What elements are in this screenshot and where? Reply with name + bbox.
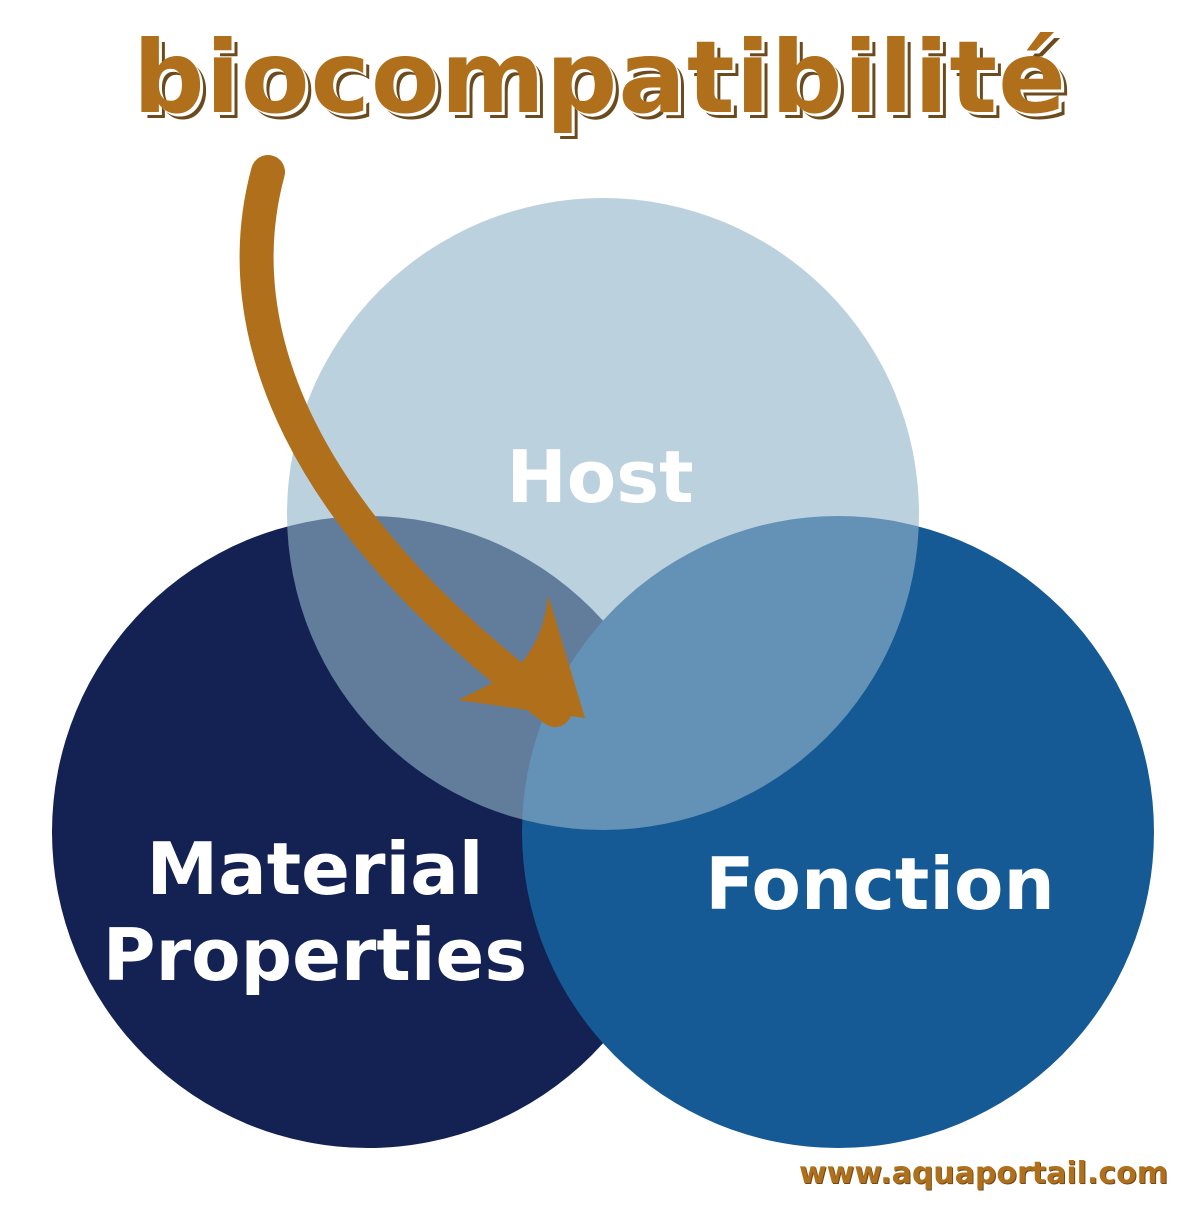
watermark: www.aquaportail.com: [798, 1156, 1168, 1191]
arrow-head: [458, 595, 585, 718]
curved-arrow-icon: [239, 155, 585, 727]
page-title: biocompatibilité: [133, 19, 1067, 136]
material-label-line1: Material: [146, 827, 484, 911]
circle-host: [287, 198, 919, 830]
material-properties-label: Material Properties: [90, 826, 540, 998]
material-label-line2: Properties: [102, 913, 528, 997]
fonction-label: Fonction: [705, 842, 1055, 926]
host-label: Host: [506, 435, 694, 519]
arrow-shaft: [239, 155, 572, 727]
